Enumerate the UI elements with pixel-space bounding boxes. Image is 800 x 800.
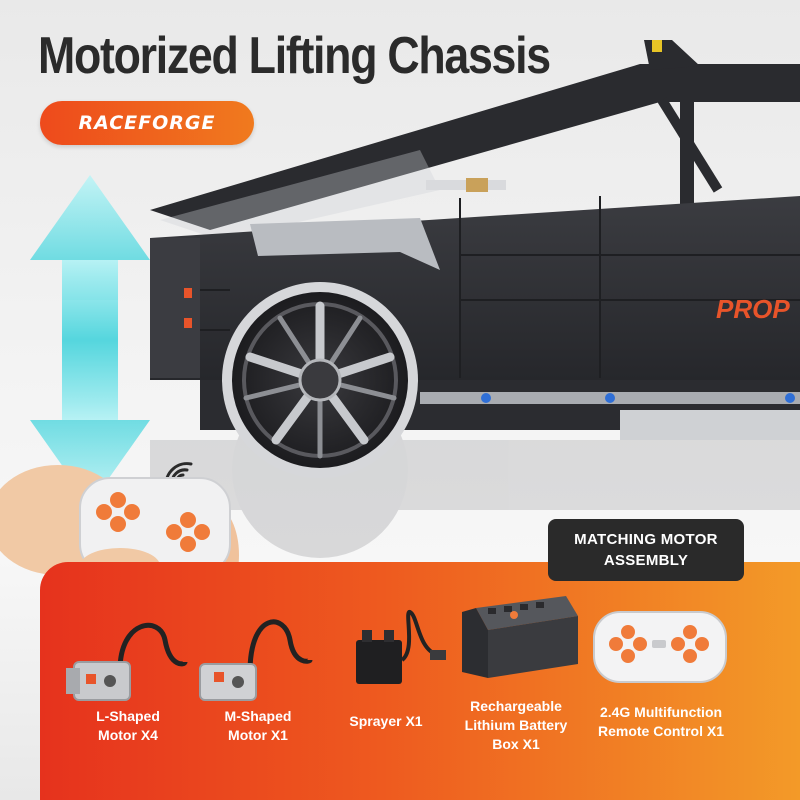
part-label-line: Remote Control X1 [597,723,724,739]
part-label-line: Motor X1 [228,727,288,743]
remote-control-icon [593,611,727,683]
part-label-sprayer: Sprayer X1 [336,712,436,731]
car-wheel [222,282,418,478]
part-label-line: Rechargeable [470,698,562,714]
part-label-remote-control: 2.4G Multifunction Remote Control X1 [584,703,738,741]
part-label-m-shaped-motor: M-Shaped Motor X1 [208,707,308,745]
m-shaped-motor-icon [199,619,313,701]
part-label-line: Sprayer X1 [349,713,423,729]
remote-control-in-hand [0,465,239,603]
part-label-line: L-Shaped [96,708,160,724]
part-label-line: Box X1 [492,736,540,752]
part-label-line: M-Shaped [224,708,292,724]
brand-logo-badge: RACEFORGE [40,101,254,145]
battery-box-icon [462,596,578,678]
car-side-text: PROP [716,294,790,324]
l-shaped-motor-icon [66,622,188,701]
part-label-line: Motor X4 [98,727,158,743]
brand-logo-text: RACEFORGE [78,112,216,134]
assembly-line-1: MATCHING MOTOR [574,531,718,548]
part-label-line: Lithium Battery [464,717,568,733]
part-label-line: 2.4G Multifunction [599,704,723,720]
part-label-battery-box: Rechargeable Lithium Battery Box X1 [446,697,586,754]
lift-arrow-icon [30,175,150,505]
part-label-l-shaped-motor: L-Shaped Motor X4 [78,707,178,745]
sprayer-icon [356,609,446,684]
matching-motor-assembly-tag: MATCHING MOTOR ASSEMBLY [548,519,744,581]
assembly-line-2: ASSEMBLY [603,552,689,569]
headline: Motorized Lifting Chassis [38,27,551,85]
car-roof [150,64,800,230]
